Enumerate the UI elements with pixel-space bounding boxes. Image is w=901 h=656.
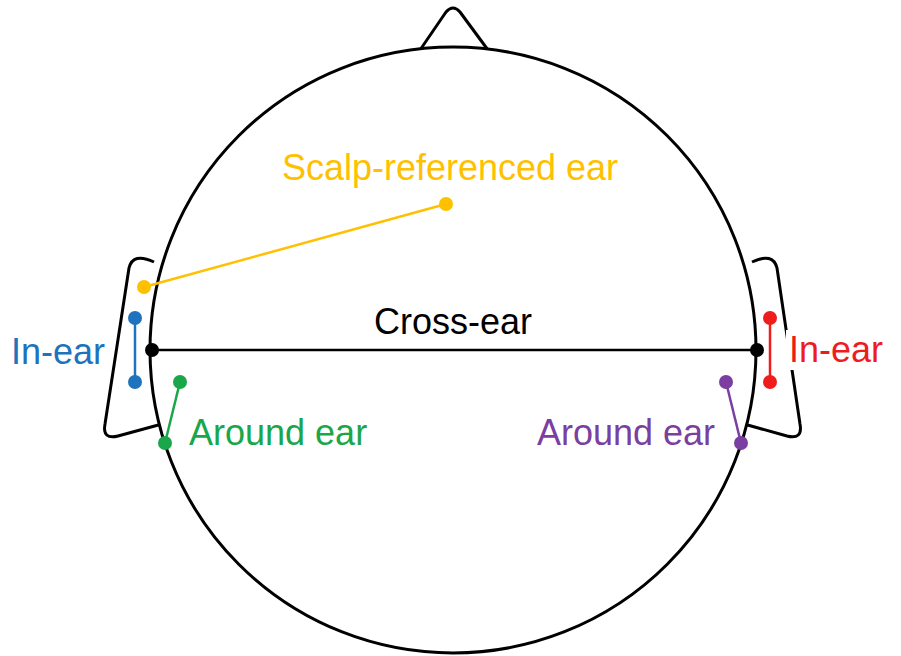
electrode-dot [137,280,151,294]
electrode-dot [734,436,748,450]
electrode-dot [763,375,777,389]
in-ear-line [134,318,137,382]
cross-ear-line [152,349,757,352]
electrode-dot [158,436,172,450]
electrode-label: In-ear [786,330,886,370]
electrode-dot [763,311,777,325]
electrode-label: Cross-ear [371,302,535,342]
electrode-dot [128,311,142,325]
electrode-dot [750,343,764,357]
electrode-dot [439,197,453,211]
around-ear-line [165,382,180,443]
electrode-label: Around ear [186,413,370,453]
electrode-label: In-ear [8,332,108,372]
electrode-dot [719,375,733,389]
in-ear-line [769,318,772,382]
electrode-dot [128,375,142,389]
head-outline [150,47,756,653]
around-ear-line [726,382,741,443]
electrode-dot [145,343,159,357]
electrode-label: Around ear [534,413,718,453]
scalp-ear-line [144,204,446,287]
nose-outline [420,8,488,50]
electrode-label: Scalp-referenced ear [279,148,621,188]
electrode-dot [173,375,187,389]
